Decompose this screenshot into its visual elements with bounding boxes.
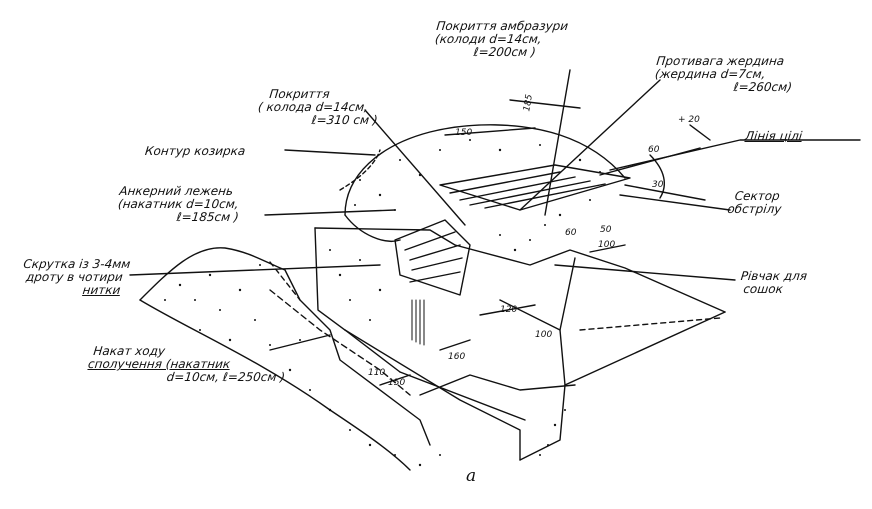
sector-line-lower	[619, 194, 731, 211]
dim-120: 120	[500, 305, 518, 315]
label-wire-3: нитки	[81, 283, 122, 297]
embrasure-logs-1	[449, 171, 561, 194]
earth-stipple	[164, 139, 601, 467]
dim-185-line	[509, 99, 581, 109]
dim-60b: 60	[565, 228, 577, 238]
label-cover: Покриття ( колода d=14см, ℓ=310 см )	[256, 87, 381, 127]
trench-box-top	[314, 227, 456, 246]
dim-150: 150	[455, 128, 473, 138]
sector-arc	[649, 154, 666, 199]
label-embrasure-cover: Покриття амбразури (колоди d=14см, ℓ=200…	[433, 19, 569, 59]
label-sector-2: обстрілу	[726, 202, 783, 216]
right-berm-top	[454, 244, 726, 313]
dim-20: + 20	[678, 115, 700, 125]
dome-contour	[344, 124, 626, 216]
leader-passage	[269, 334, 331, 351]
left-dashed-edge	[269, 289, 411, 396]
cover-block	[394, 219, 471, 296]
leader-embrasure	[544, 69, 571, 216]
wire-wrap	[411, 299, 425, 346]
label-aiming-line: Лінія цілі	[744, 129, 803, 143]
dim-100-line	[589, 244, 626, 253]
leader-niche	[554, 264, 736, 281]
dome-left-cap	[339, 149, 381, 191]
trench-box-left-wall	[314, 227, 346, 331]
right-berm-dashed	[579, 317, 721, 331]
cover-block-h4	[409, 271, 461, 283]
leader-sector	[624, 184, 706, 201]
dim-100: 100	[598, 240, 616, 250]
dim-30: 30	[652, 180, 664, 190]
label-cover-3: ℓ=310 см )	[310, 113, 379, 127]
dim-60: 60	[648, 145, 660, 155]
figure-letter: а	[466, 466, 477, 486]
dim-160-line	[439, 339, 471, 351]
right-berm-edge	[559, 257, 576, 331]
embrasure-frame	[439, 164, 631, 211]
sector-line-upper	[599, 147, 701, 176]
dim-120-line	[479, 304, 536, 316]
label-passage: Накат ходу сполучення (накатник d=10см, …	[86, 344, 288, 384]
label-sector: Сектор обстрілу	[726, 189, 784, 216]
leader-counterweight	[519, 79, 661, 211]
left-parapet-outline	[139, 247, 431, 446]
label-counterweight-3: ℓ=260см)	[732, 80, 793, 94]
leader-anchor	[264, 209, 396, 216]
dim-50: 50	[600, 225, 612, 235]
embrasure-logs-2	[459, 176, 576, 201]
leader-wire	[129, 264, 381, 276]
dim-160: 160	[448, 352, 466, 362]
passage-floor	[344, 329, 521, 461]
dim-150b: 150	[388, 378, 406, 388]
cover-block-h2	[409, 244, 461, 261]
cover-block-h3	[411, 257, 463, 271]
embrasure-logs-4	[484, 183, 606, 209]
left-parapet-base	[139, 299, 411, 471]
label-anchor: Анкерний лежень (накатник d=10см, ℓ=185с…	[116, 184, 242, 224]
label-embrasure-cover-3: ℓ=200см )	[472, 45, 537, 59]
trench-box-front-wall	[344, 329, 401, 373]
label-anchor-3: ℓ=185см )	[175, 210, 240, 224]
label-niche-2: сошок	[742, 282, 784, 296]
label-counterweight: Противага жердина (жердина d=7см, ℓ=260с…	[653, 54, 795, 94]
arrow-20	[689, 124, 711, 141]
dim-100b: 100	[535, 330, 553, 340]
dim-150-line	[444, 127, 536, 136]
passage-step	[419, 374, 576, 396]
dim-150b-line	[379, 374, 411, 386]
leader-contour	[284, 149, 376, 156]
right-berm-lower	[564, 311, 726, 386]
leader-cover	[364, 109, 466, 226]
cover-block-h1	[404, 231, 456, 251]
passage-right-wall	[399, 371, 526, 421]
label-passage-3: d=10см, ℓ=250см )	[165, 370, 286, 384]
label-wire: Скрутка із 3-4мм дроту в чотири нитки	[20, 257, 131, 297]
left-mound-inner	[269, 261, 301, 301]
right-berm-bottom	[519, 384, 566, 461]
dim-110: 110	[368, 368, 386, 378]
label-contour: Контур козирка	[144, 144, 247, 158]
label-niche: Рівчак для сошок	[739, 269, 808, 296]
embrasure-logs-3	[469, 180, 591, 206]
